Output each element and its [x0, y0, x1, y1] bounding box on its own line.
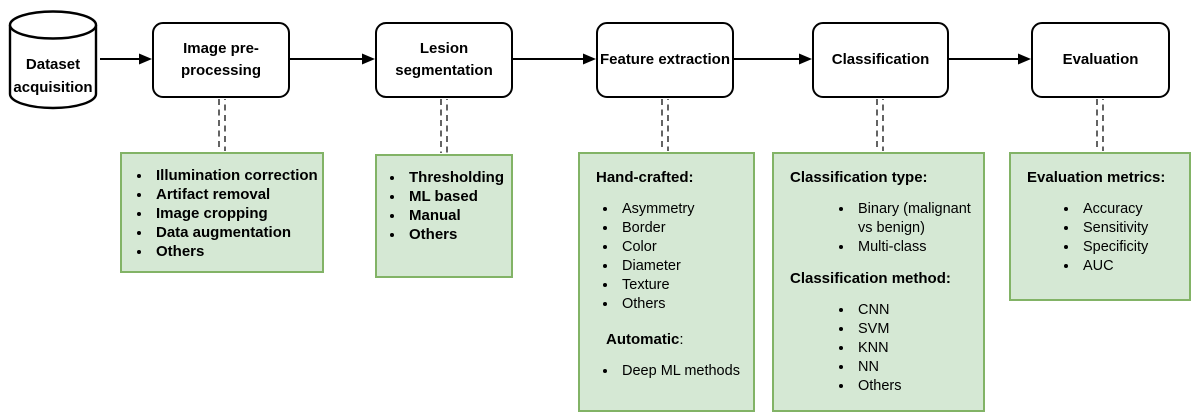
list-item: Illumination correction	[152, 166, 318, 185]
list-item: SVM	[854, 320, 977, 339]
node-evaluation: Evaluation	[1031, 22, 1170, 98]
list-item: Others	[854, 377, 977, 396]
list-item: Others	[152, 242, 318, 261]
list-item: ML based	[405, 187, 507, 206]
heading-text: Classification type:	[790, 169, 928, 186]
section-classification-method: Classification method: CNNSVMKNNNNOthers	[790, 269, 977, 396]
dashed-connector-segmentation	[440, 99, 448, 153]
list-item: Artifact removal	[152, 185, 318, 204]
heading-suffix: :	[679, 331, 684, 348]
node-label-line: Classification	[831, 51, 930, 68]
section-heading: Evaluation metrics:	[1027, 168, 1183, 187]
dashed-connector-feature-extraction	[661, 99, 669, 151]
node-label-line: processing	[180, 62, 262, 79]
node-feature-extraction: Feature extraction	[596, 22, 734, 98]
list-item: Border	[618, 219, 749, 238]
heading-text: Hand-crafted:	[596, 169, 694, 186]
list-item: Texture	[618, 276, 749, 295]
hand-crafted-items-list: AsymmetryBorderColorDiameterTextureOther…	[596, 200, 749, 314]
arrow-dataset-to-preprocessing	[100, 53, 152, 65]
section-evaluation-metrics: Evaluation metrics: AccuracySensitivityS…	[1027, 168, 1183, 276]
node-dataset-acquisition: Dataset acquisition	[7, 9, 99, 111]
list-item: Accuracy	[1079, 200, 1183, 219]
dashed-connector-preprocessing	[218, 99, 226, 151]
list-item: CNN	[854, 301, 977, 320]
list-item: Others	[618, 295, 749, 314]
list-item: Deep ML methods	[618, 362, 749, 381]
node-label-dataset-acquisition: Dataset acquisition	[7, 53, 99, 99]
details-feature-extraction: Hand-crafted: AsymmetryBorderColorDiamet…	[578, 152, 755, 412]
list-item: Others	[405, 225, 507, 244]
node-label-line: Image pre-	[183, 40, 259, 57]
arrow-feature-extraction-to-classification	[734, 53, 812, 65]
evaluation-items-list: AccuracySensitivitySpecificityAUC	[1027, 200, 1183, 276]
list-item: KNN	[854, 339, 977, 358]
node-label-line: Dataset	[25, 56, 81, 73]
list-item: Asymmetry	[618, 200, 749, 219]
list-item: Sensitivity	[1079, 219, 1183, 238]
segmentation-items-list: ThresholdingML basedManualOthers	[377, 168, 507, 244]
classification-method-items-list: CNNSVMKNNNNOthers	[790, 301, 977, 396]
list-item: Binary (malignant vs benign)	[854, 200, 977, 238]
node-lesion-segmentation: Lesion segmentation	[375, 22, 513, 98]
node-image-preprocessing: Image pre- processing	[152, 22, 290, 98]
node-label-line: Lesion	[419, 40, 469, 57]
section-automatic: Automatic: Deep ML methods	[596, 330, 749, 381]
section-heading: Automatic:	[606, 330, 749, 349]
list-item: Thresholding	[405, 168, 507, 187]
heading-text: Evaluation metrics:	[1027, 169, 1166, 186]
node-label-line: Feature extraction	[599, 51, 731, 68]
list-item: Multi-class	[854, 238, 977, 257]
cylinder-icon	[8, 10, 98, 110]
details-classification: Classification type: Binary (malignant v…	[772, 152, 985, 412]
section-heading: Classification method:	[790, 269, 977, 288]
list-item: Data augmentation	[152, 223, 318, 242]
node-classification: Classification	[812, 22, 949, 98]
classification-type-items-list: Binary (malignant vs benign)Multi-class	[790, 200, 977, 257]
section-classification-type: Classification type: Binary (malignant v…	[790, 168, 977, 257]
arrow-classification-to-evaluation	[949, 53, 1031, 65]
section-hand-crafted: Hand-crafted: AsymmetryBorderColorDiamet…	[596, 168, 749, 314]
heading-text: Automatic	[606, 331, 680, 348]
list-item: Color	[618, 238, 749, 257]
list-item: NN	[854, 358, 977, 377]
list-item: Diameter	[618, 257, 749, 276]
details-segmentation: ThresholdingML basedManualOthers	[375, 154, 513, 278]
node-label-line: Evaluation	[1062, 51, 1139, 68]
list-item: AUC	[1079, 257, 1183, 276]
arrow-preprocessing-to-segmentation	[290, 53, 375, 65]
details-evaluation: Evaluation metrics: AccuracySensitivityS…	[1009, 152, 1191, 301]
preprocessing-items-list: Illumination correctionArtifact removalI…	[122, 166, 318, 261]
section-heading: Classification type:	[790, 168, 977, 187]
section-heading: Hand-crafted:	[596, 168, 749, 187]
list-item: Specificity	[1079, 238, 1183, 257]
heading-text: Classification method:	[790, 270, 951, 287]
list-item: Manual	[405, 206, 507, 225]
dashed-connector-evaluation	[1096, 99, 1104, 151]
node-label-line: acquisition	[13, 79, 93, 96]
automatic-items-list: Deep ML methods	[596, 362, 749, 381]
details-preprocessing: Illumination correctionArtifact removalI…	[120, 152, 324, 273]
arrow-segmentation-to-feature-extraction	[513, 53, 596, 65]
dashed-connector-classification	[876, 99, 884, 151]
node-label-line: segmentation	[395, 62, 493, 79]
list-item: Image cropping	[152, 204, 318, 223]
